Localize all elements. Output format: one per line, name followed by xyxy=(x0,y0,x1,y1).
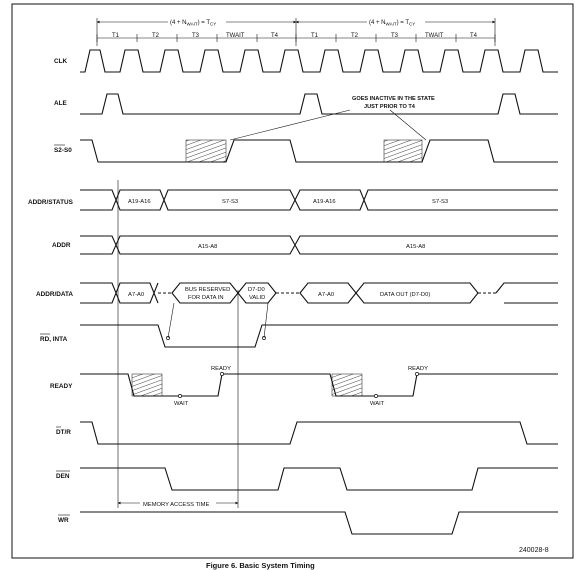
ready-annot-wait-1: WAIT xyxy=(174,401,189,407)
signal-label-addr-status: ADDR/STATUS xyxy=(28,199,74,206)
t-state-waitb: TWAIT xyxy=(425,33,444,39)
t-state-3b: T3 xyxy=(391,33,399,39)
t-state-ruler: T1 T2 T3 TWAIT T4 T1 T2 T3 TWAIT T4 xyxy=(96,33,496,42)
addr-a15-a8-2: A15-A8 xyxy=(406,244,425,250)
t-state-4: T4 xyxy=(271,33,279,39)
signal-label-s2s0: S2-S0 xyxy=(54,147,72,154)
signal-label-addr: ADDR xyxy=(52,242,71,249)
cycle-header-1: (4 + NWAIT) = TCY xyxy=(96,17,297,27)
t-state-1: T1 xyxy=(112,33,120,39)
t-state-2: T2 xyxy=(152,33,160,39)
signal-label-den: DEN xyxy=(56,473,70,480)
t-state-4b: T4 xyxy=(470,33,478,39)
figure-caption: Figure 6. Basic System Timing xyxy=(206,561,315,570)
signal-label-dtr: DT/R xyxy=(56,429,71,436)
addr-data-bus-reserved-1: BUS RESERVED xyxy=(185,287,230,293)
svg-text:(4 + NWAIT) = TCY: (4 + NWAIT) = TCY xyxy=(369,20,415,27)
svg-text:(4 + NWAIT) = TCY: (4 + NWAIT) = TCY xyxy=(170,20,216,27)
addr-status-bus xyxy=(80,189,558,211)
den-waveform xyxy=(80,467,558,491)
status-s2s0-waveform xyxy=(80,139,558,163)
ready-annot-ready-1: READY xyxy=(211,366,231,372)
dtr-waveform xyxy=(80,421,558,445)
figure-border xyxy=(11,3,574,559)
signal-label-wr: WR xyxy=(58,517,69,524)
cycle-header-2: (4 + NWAIT) = TCY xyxy=(295,17,496,27)
s2s0-hatch-2 xyxy=(383,139,423,163)
ready-hatch-2 xyxy=(331,373,363,397)
ready-waveform xyxy=(80,373,558,397)
ready-annot-ready-2: READY xyxy=(408,366,428,372)
signal-label-clk: CLK xyxy=(54,58,68,65)
signal-label-ale: ALE xyxy=(54,100,68,107)
wr-waveform xyxy=(80,511,558,535)
t-state-1b: T1 xyxy=(311,33,319,39)
note-inactive-line2: JUST PRIOR TO T4 xyxy=(364,104,416,110)
s2s0-hatch-1 xyxy=(185,139,227,163)
addr-status-s7-s3-1: S7-S3 xyxy=(222,199,238,205)
signal-label-ready: READY xyxy=(50,383,73,390)
clk-waveform xyxy=(80,49,558,73)
signal-label-rd-inta: RD, INTA xyxy=(40,336,68,343)
addr-status-s7-s3-2: S7-S3 xyxy=(432,199,448,205)
addr-status-a19-a16-2: A19-A16 xyxy=(313,199,336,205)
addr-data-bus xyxy=(80,282,558,304)
ready-hatch-1 xyxy=(131,373,163,397)
t-state-3: T3 xyxy=(192,33,200,39)
addr-data-bus-reserved-2: FOR DATA IN xyxy=(188,295,224,301)
addr-data-a7-a0-2: A7-A0 xyxy=(318,292,334,298)
addr-data-d7-d0-2: VALID xyxy=(249,295,265,301)
t-state-2b: T2 xyxy=(351,33,359,39)
addr-a15-a8-1: A15-A8 xyxy=(198,244,217,250)
rd-inta-waveform xyxy=(80,324,558,348)
addr-data-d7-d0-1: D7-D0 xyxy=(248,287,265,293)
addr-bus xyxy=(80,235,558,255)
figure-id: 240028-8 xyxy=(519,547,549,554)
t-state-wait: TWAIT xyxy=(226,33,245,39)
signal-label-addr-data: ADDR/DATA xyxy=(36,291,73,298)
ale-waveform xyxy=(80,93,558,115)
addr-status-a19-a16-1: A19-A16 xyxy=(128,199,151,205)
ready-annot-wait-2: WAIT xyxy=(370,401,385,407)
memory-access-time-marker: MEMORY ACCESS TIME xyxy=(117,499,239,508)
addr-data-a7-a0-1: A7-A0 xyxy=(128,292,144,298)
memory-access-time-label: MEMORY ACCESS TIME xyxy=(143,502,209,508)
addr-data-data-out: DATA OUT (D7-D0) xyxy=(380,292,430,298)
note-inactive-line1: GOES INACTIVE IN THE STATE xyxy=(352,96,435,102)
